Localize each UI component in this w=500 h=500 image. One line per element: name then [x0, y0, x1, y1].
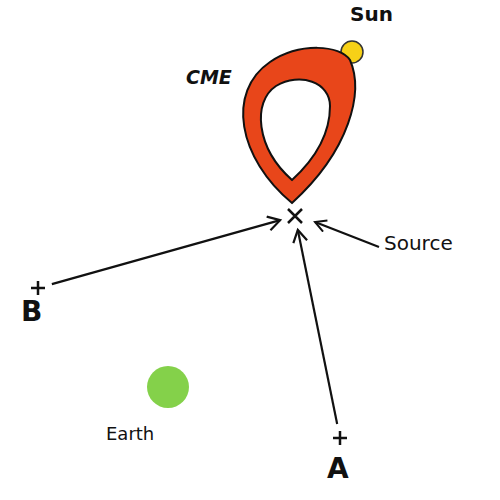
- node-label: Source: [384, 232, 453, 254]
- node-outline: [145, 364, 191, 410]
- node-label: Sun: [350, 3, 393, 25]
- spacecraft-mark: A: [330, 428, 350, 448]
- node-label: Earth: [106, 424, 154, 444]
- source-mark: Source: [283, 205, 307, 227]
- node-outline: [28, 278, 48, 298]
- plus-mark: [31, 281, 45, 295]
- earth-circle: Earth: [145, 364, 191, 410]
- node-label: B: [21, 297, 42, 328]
- leader-arrow: [315, 222, 379, 247]
- node-label: CME: [186, 67, 232, 88]
- earth-disc: [147, 366, 189, 408]
- source-cross: [288, 209, 302, 223]
- node-outline: [330, 428, 350, 448]
- spacecraft-mark: B: [28, 278, 48, 298]
- cme-shape: [243, 48, 355, 203]
- arrow-connector: [298, 230, 337, 424]
- node-outline: [240, 45, 352, 207]
- cme-loop: CME: [240, 45, 352, 207]
- arrow-connector: [52, 220, 280, 284]
- node-label: A: [327, 454, 349, 485]
- plus-mark: [333, 431, 347, 445]
- node-outline: [283, 205, 307, 227]
